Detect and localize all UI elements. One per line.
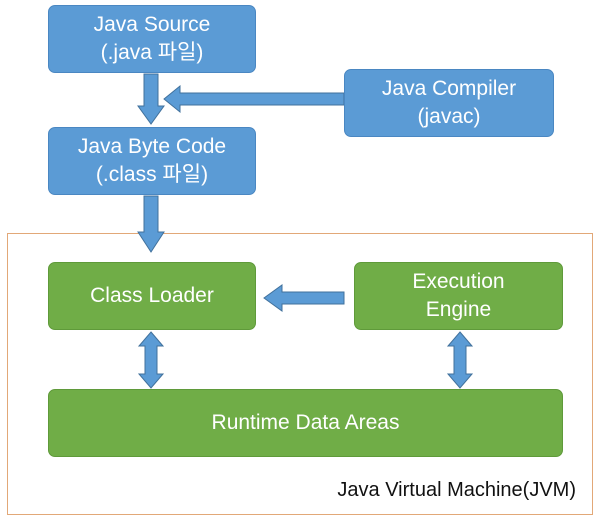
java-source-line1: Java Source (93, 13, 211, 36)
java-source-box: Java Source (.java 파일) (48, 5, 256, 73)
execution-engine-line2: Engine (425, 298, 492, 321)
java-source-line2: (.java 파일) (100, 41, 204, 64)
runtime-data-areas-label: Runtime Data Areas (211, 411, 400, 434)
jvm-frame: Java Virtual Machine(JVM) (7, 233, 593, 515)
class-loader-box: Class Loader (48, 262, 256, 330)
java-compiler-box: Java Compiler (javac) (344, 69, 554, 137)
class-loader-label: Class Loader (90, 284, 214, 307)
execution-engine-line1: Execution (412, 270, 505, 293)
arrow-bytecode-to-classloader (137, 195, 165, 253)
arrow-source-to-bytecode (137, 73, 165, 125)
java-compiler-line1: Java Compiler (381, 77, 517, 100)
execution-engine-box: Execution Engine (354, 262, 563, 330)
java-byte-code-box: Java Byte Code (.class 파일) (48, 127, 256, 195)
arrow-engine-runtime (446, 331, 474, 389)
arrow-engine-to-classloader (263, 284, 345, 312)
java-byte-code-line2: (.class 파일) (95, 163, 209, 186)
jvm-label: Java Virtual Machine(JVM) (337, 479, 576, 501)
java-byte-code-line1: Java Byte Code (77, 135, 227, 158)
runtime-data-areas-box: Runtime Data Areas (48, 389, 563, 457)
arrow-compiler-to-bytecode (163, 84, 345, 114)
java-compiler-line2: (javac) (417, 105, 481, 128)
arrow-classloader-runtime (137, 331, 165, 389)
